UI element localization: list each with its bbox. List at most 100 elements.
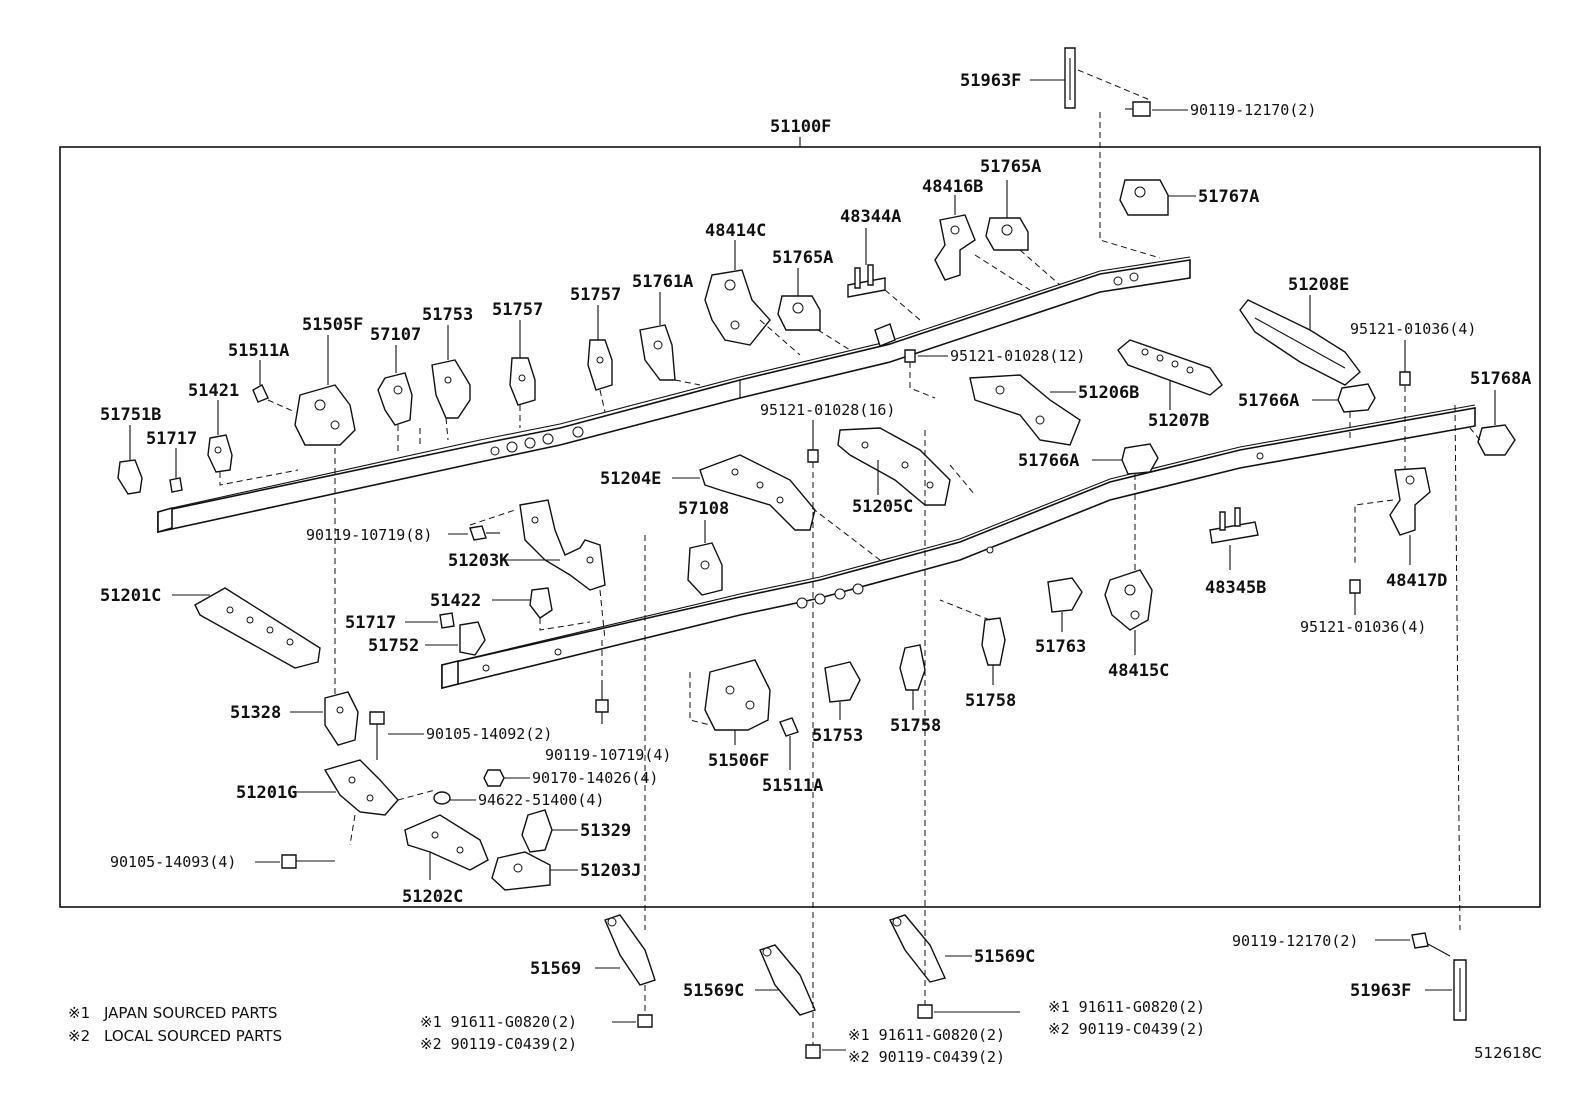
bracket-51511A-lower[interactable] [779, 717, 799, 737]
label-51204E[interactable]: 51204E [600, 469, 661, 489]
label-94622-51400[interactable]: 94622-51400(4) [478, 791, 604, 809]
mount-51766A-upper[interactable] [1337, 383, 1376, 413]
label-90119-12170-bottom[interactable]: 90119-12170(2) [1232, 932, 1358, 950]
label-95121-01028-16[interactable]: 95121-01028(16) [760, 401, 895, 419]
label-51201G[interactable]: 51201G [236, 783, 297, 803]
bolt-90119-12170-bottom[interactable] [1411, 932, 1451, 957]
label-48416B[interactable]: 48416B [922, 177, 983, 197]
bracket-51963F-top[interactable] [1064, 47, 1076, 109]
label-51201C[interactable]: 51201C [100, 586, 161, 606]
label-51505F[interactable]: 51505F [302, 315, 363, 335]
label-57108[interactable]: 57108 [678, 499, 729, 519]
bolt-90119-12170-top[interactable] [1125, 101, 1151, 117]
mount-51506F[interactable] [704, 659, 771, 731]
clip-51717-upper[interactable] [169, 477, 183, 493]
bolt-90105-14092[interactable] [369, 711, 385, 760]
label-51963F-top[interactable]: 51963F [960, 71, 1021, 91]
bolt-95121-01028-12[interactable] [904, 349, 916, 363]
bracket-48344A[interactable] [847, 264, 886, 298]
label-90119-10719-4[interactable]: 90119-10719(4) [545, 746, 671, 764]
bracket-51753-lower[interactable] [824, 661, 861, 703]
label-51765A-upper[interactable]: 51765A [980, 157, 1041, 177]
label-51751B[interactable]: 51751B [100, 405, 161, 425]
bracket-48415C[interactable] [1104, 569, 1153, 631]
mount-51768A[interactable] [1477, 424, 1516, 456]
label-51757-a[interactable]: 51757 [570, 285, 621, 305]
crossmember-51204E[interactable] [699, 454, 816, 531]
label-51766A-lower[interactable]: 51766A [1018, 451, 1079, 471]
label-51763[interactable]: 51763 [1035, 637, 1086, 657]
bolt-95121-01036-lower[interactable] [1349, 579, 1361, 594]
label-51506F[interactable]: 51506F [708, 751, 769, 771]
bolt-95121-01028-16[interactable] [807, 449, 819, 463]
bracket-51763[interactable] [1047, 577, 1083, 613]
label-51963F-bottom[interactable]: 51963F [1350, 981, 1411, 1001]
crossmember-51205C[interactable] [837, 427, 951, 506]
bolt-90119-10719-8[interactable] [469, 525, 500, 541]
bolt-95121-01036-upper[interactable] [1399, 371, 1411, 386]
bracket-51751B[interactable] [117, 459, 143, 495]
crossmember-51202C[interactable] [404, 814, 489, 871]
bolt-90105-14093[interactable] [281, 854, 335, 869]
mount-51767A[interactable] [1119, 179, 1169, 216]
bracket-51328[interactable] [324, 691, 359, 746]
nut-90170-14026[interactable] [483, 769, 505, 787]
label-51208E[interactable]: 51208E [1288, 275, 1349, 295]
bracket-51757-a[interactable] [587, 339, 613, 391]
bracket-51758-right[interactable] [981, 617, 1006, 666]
bracket-48416B[interactable] [934, 214, 976, 281]
label-90119-12170-top[interactable]: 90119-12170(2) [1190, 101, 1316, 119]
label-51767A[interactable]: 51767A [1198, 187, 1259, 207]
label-51569[interactable]: 51569 [530, 959, 581, 979]
label-51328[interactable]: 51328 [230, 703, 281, 723]
bracket-51758-mid[interactable] [899, 644, 926, 691]
label-90119-10719-8[interactable]: 90119-10719(8) [306, 526, 432, 544]
label-51207B[interactable]: 51207B [1148, 411, 1209, 431]
label-51752[interactable]: 51752 [368, 636, 419, 656]
bracket-51757-b[interactable] [509, 357, 536, 406]
label-51205C[interactable]: 51205C [852, 497, 913, 517]
label-48345B[interactable]: 48345B [1205, 578, 1266, 598]
label-51717-upper[interactable]: 51717 [146, 429, 197, 449]
label-51765A-lower[interactable]: 51765A [772, 248, 833, 268]
label-51511A-lower[interactable]: 51511A [762, 776, 823, 796]
bracket-51511A-upper[interactable] [252, 384, 269, 403]
label-51329[interactable]: 51329 [580, 821, 631, 841]
bracket-48414C[interactable] [704, 269, 771, 346]
mount-51765A-lower[interactable] [777, 295, 821, 331]
label-48417D[interactable]: 48417D [1386, 571, 1447, 591]
bracket-51752[interactable] [459, 621, 486, 656]
mount-51765A-upper[interactable] [985, 217, 1029, 251]
crossmember-51201C[interactable] [194, 587, 321, 669]
mount-51505F[interactable] [294, 384, 356, 446]
bracket-51753-upper[interactable] [431, 359, 471, 419]
hanger-51569[interactable] [604, 914, 656, 986]
label-51569C-mid[interactable]: 51569C [683, 981, 744, 1001]
label-90170-14026[interactable]: 90170-14026(4) [532, 769, 658, 787]
label-48415C[interactable]: 48415C [1108, 661, 1169, 681]
bracket-51203J[interactable] [491, 851, 551, 891]
bracket-51421[interactable] [207, 434, 233, 473]
label-51753-upper[interactable]: 51753 [422, 305, 473, 325]
label-51753-lower[interactable]: 51753 [812, 726, 863, 746]
label-51766A-upper[interactable]: 51766A [1238, 391, 1299, 411]
hanger-51569C-right[interactable] [889, 914, 946, 983]
label-51421[interactable]: 51421 [188, 381, 239, 401]
label-90105-14092[interactable]: 90105-14092(2) [426, 725, 552, 743]
label-95121-01036-lower[interactable]: 95121-01036(4) [1300, 618, 1426, 636]
bracket-51761A[interactable] [639, 324, 676, 381]
label-51203K[interactable]: 51203K [448, 551, 510, 571]
assembly-label-51100F[interactable]: 51100F [770, 117, 831, 137]
label-bolt-b-2[interactable]: ※2 90119-C0439(2) [848, 1048, 1005, 1066]
bracket-57107[interactable] [377, 372, 413, 426]
bracket-48417D[interactable] [1389, 467, 1431, 536]
label-57107[interactable]: 57107 [370, 325, 421, 345]
bracket-51329[interactable] [521, 809, 553, 853]
bolt-90119-10719-4[interactable] [595, 699, 609, 724]
label-95121-01028-12[interactable]: 95121-01028(12) [950, 347, 1085, 365]
label-51717-lower[interactable]: 51717 [345, 613, 396, 633]
label-bolt-c-1[interactable]: ※1 91611-G0820(2) [1048, 998, 1205, 1016]
label-bolt-a-2[interactable]: ※2 90119-C0439(2) [420, 1035, 577, 1053]
bolt-group-c[interactable] [917, 1004, 933, 1019]
label-51768A[interactable]: 51768A [1470, 369, 1531, 389]
